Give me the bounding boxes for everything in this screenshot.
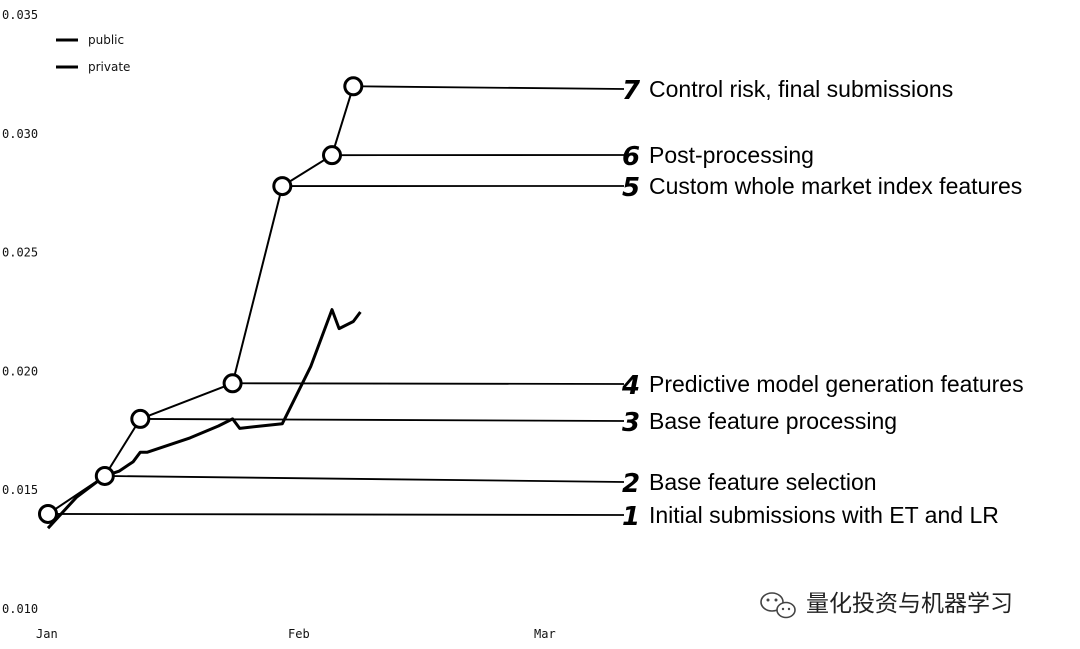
milestone-label: Initial submissions with ET and LR xyxy=(649,502,999,528)
milestone-marker xyxy=(343,76,364,97)
milestone-label: Base feature processing xyxy=(649,408,897,434)
milestones: 1 Initial submissions with ET and LR 2 Base… xyxy=(38,76,1024,532)
x-tick-label: Jan xyxy=(36,627,58,641)
milestone-label: Base feature selection xyxy=(649,469,877,495)
milestone-number: 2 xyxy=(622,469,640,499)
milestone-marker xyxy=(94,465,115,486)
y-tick-label: 0.020 xyxy=(2,364,38,378)
series-lines xyxy=(46,86,362,530)
milestone-marker xyxy=(322,145,342,166)
milestone-number: 3 xyxy=(622,408,640,438)
milestone-marker xyxy=(272,176,293,197)
wechat-icon xyxy=(760,592,796,619)
y-tick-label: 0.030 xyxy=(2,127,38,141)
y-tick-label: 0.035 xyxy=(2,8,38,22)
y-tick-label: 0.015 xyxy=(2,483,38,497)
legend-label: private xyxy=(88,60,130,74)
milestone-connector xyxy=(353,85,625,90)
milestone-label: Custom whole market index features xyxy=(649,173,1022,199)
milestone-marker xyxy=(130,408,151,429)
x-tick-label: Mar xyxy=(534,627,556,641)
milestone-number: 1 xyxy=(622,502,640,532)
series-line-public xyxy=(47,86,355,515)
legend-label: public xyxy=(88,33,124,47)
legend: public private xyxy=(56,33,130,74)
y-axis-ticks: 0.035 0.030 0.025 0.020 0.015 0.010 xyxy=(2,8,38,616)
milestone-label: Post-processing xyxy=(649,142,814,168)
milestone-connector xyxy=(104,475,625,483)
milestone-label: Control risk, final submissions xyxy=(649,76,953,102)
y-tick-label: 0.010 xyxy=(2,602,38,616)
milestone-connector xyxy=(47,513,625,516)
milestone-label: Predictive model generation features xyxy=(649,371,1024,397)
milestone-marker xyxy=(222,373,243,394)
milestone-number: 5 xyxy=(622,173,640,203)
milestone-number: 4 xyxy=(621,371,640,401)
x-axis-ticks: Jan Feb Mar xyxy=(36,627,556,641)
watermark: 量化投资与机器学习 xyxy=(760,591,1013,619)
milestone-connector xyxy=(232,382,625,385)
milestone-marker xyxy=(38,503,58,524)
watermark-text: 量化投资与机器学习 xyxy=(806,591,1013,617)
y-tick-label: 0.025 xyxy=(2,246,38,260)
milestone-number: 7 xyxy=(622,76,641,106)
milestone-connector xyxy=(140,418,625,422)
x-tick-label: Feb xyxy=(288,627,310,641)
milestone-number: 6 xyxy=(622,142,640,172)
series-line-private xyxy=(46,308,362,530)
